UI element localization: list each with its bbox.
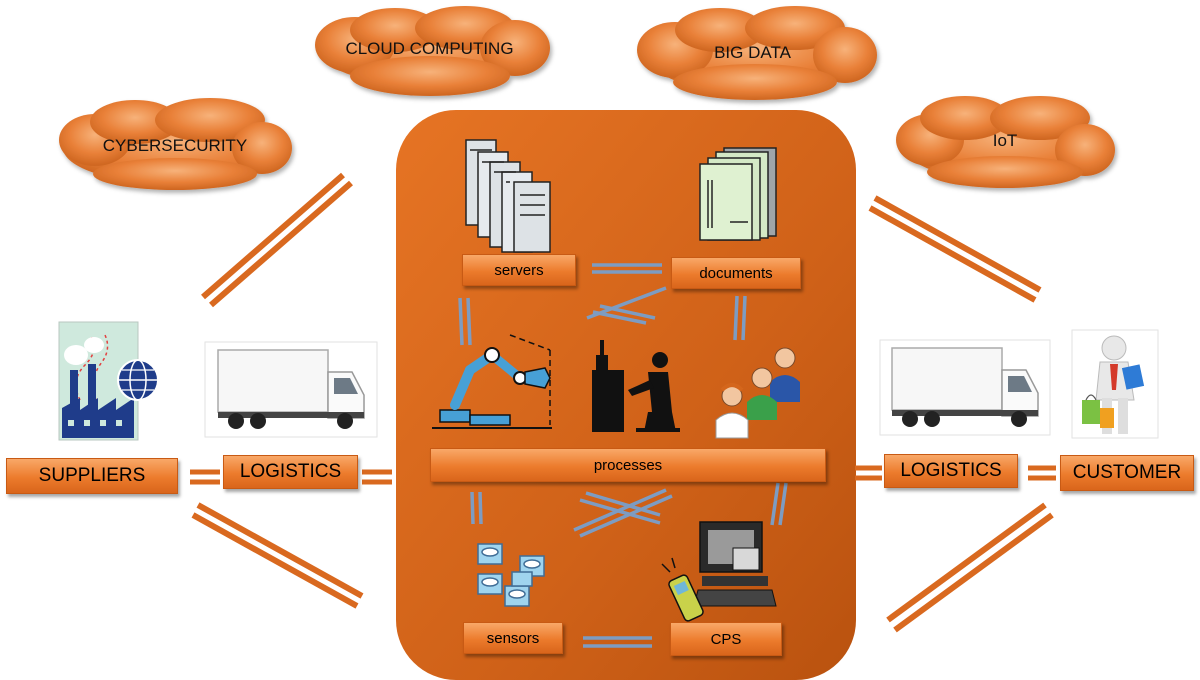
suppliers-label: SUPPLIERS: [6, 458, 178, 494]
cybersecurity-label: CYBERSECURITY: [102, 136, 248, 155]
servers-label: servers: [462, 254, 576, 286]
phone-icon: [661, 557, 704, 622]
factory-icon: [58, 321, 159, 441]
connector-logistics-panel: [362, 469, 392, 485]
cps-computer-icon: [661, 521, 777, 622]
logistics-left-label: LOGISTICS: [223, 455, 358, 489]
big-data-cloud: [637, 6, 877, 100]
iot-label: IoT: [992, 131, 1018, 150]
truck-icon-left: [204, 341, 378, 438]
logistics-right-label: LOGISTICS: [884, 454, 1018, 488]
connector-panel-logistics-right: [855, 465, 882, 481]
servers-icon: [465, 139, 551, 253]
sensors-icon: [477, 543, 545, 607]
big-data-label: BIG DATA: [714, 43, 791, 62]
connector-suppliers-logistics: [190, 469, 220, 485]
cloud-computing-cloud: [315, 6, 550, 96]
robot-arm-icon: [432, 334, 552, 429]
operator-console-icon: [592, 340, 680, 432]
connector-iot-panel: [868, 195, 1042, 303]
connector-logistics-customer: [1028, 465, 1056, 481]
truck-icon-right: [879, 339, 1051, 436]
documents-icon: [699, 147, 777, 241]
customer-label: CUSTOMER: [1060, 455, 1194, 491]
globe-icon: [117, 359, 159, 401]
connector-cybersecurity-panel: [201, 172, 353, 308]
cybersecurity-cloud: [59, 98, 292, 190]
people-group-icon: [715, 347, 800, 439]
connector-suppliers-panel: [191, 502, 364, 609]
iot-cloud: [896, 96, 1115, 188]
customer-shopper-icon: [1071, 329, 1159, 439]
connector-customer-panel: [886, 502, 1054, 633]
processes-label: processes: [430, 448, 826, 482]
sensors-label: sensors: [463, 622, 563, 654]
cps-label: CPS: [670, 622, 782, 656]
internal-connectors: [458, 263, 788, 648]
cloud-computing-label: CLOUD COMPUTING: [345, 39, 514, 58]
documents-label: documents: [671, 257, 801, 289]
